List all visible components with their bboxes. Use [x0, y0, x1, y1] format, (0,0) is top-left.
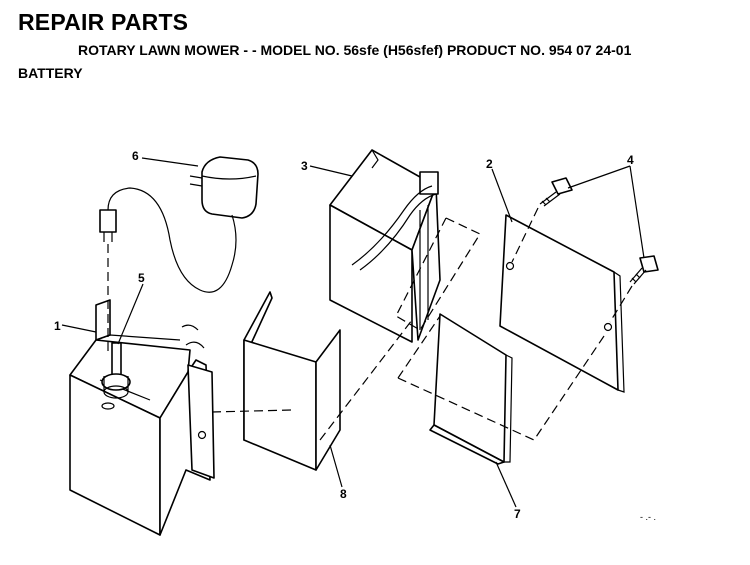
battery-pad [429, 313, 513, 465]
callout-2: 2 [486, 157, 493, 171]
callout-7: 7 [514, 507, 521, 521]
callout-5: 5 [138, 271, 145, 285]
model-subtitle: ROTARY LAWN MOWER - - MODEL NO. 56sfe (H… [78, 42, 632, 58]
cover-plate [499, 214, 625, 393]
callout-8: 8 [340, 487, 347, 501]
section-heading: BATTERY [18, 65, 83, 81]
callout-3: 3 [301, 159, 308, 173]
bolt-lower [629, 255, 659, 285]
footer-marks: - .- . [640, 512, 656, 522]
battery [329, 149, 441, 343]
battery-charger [99, 156, 259, 352]
bolt-upper [539, 177, 573, 207]
callout-6: 6 [132, 149, 139, 163]
callout-4: 4 [627, 153, 634, 167]
shield-bracket [243, 291, 341, 471]
page-title: REPAIR PARTS [18, 9, 189, 35]
callout-1: 1 [54, 319, 61, 333]
battery-box [69, 299, 215, 536]
